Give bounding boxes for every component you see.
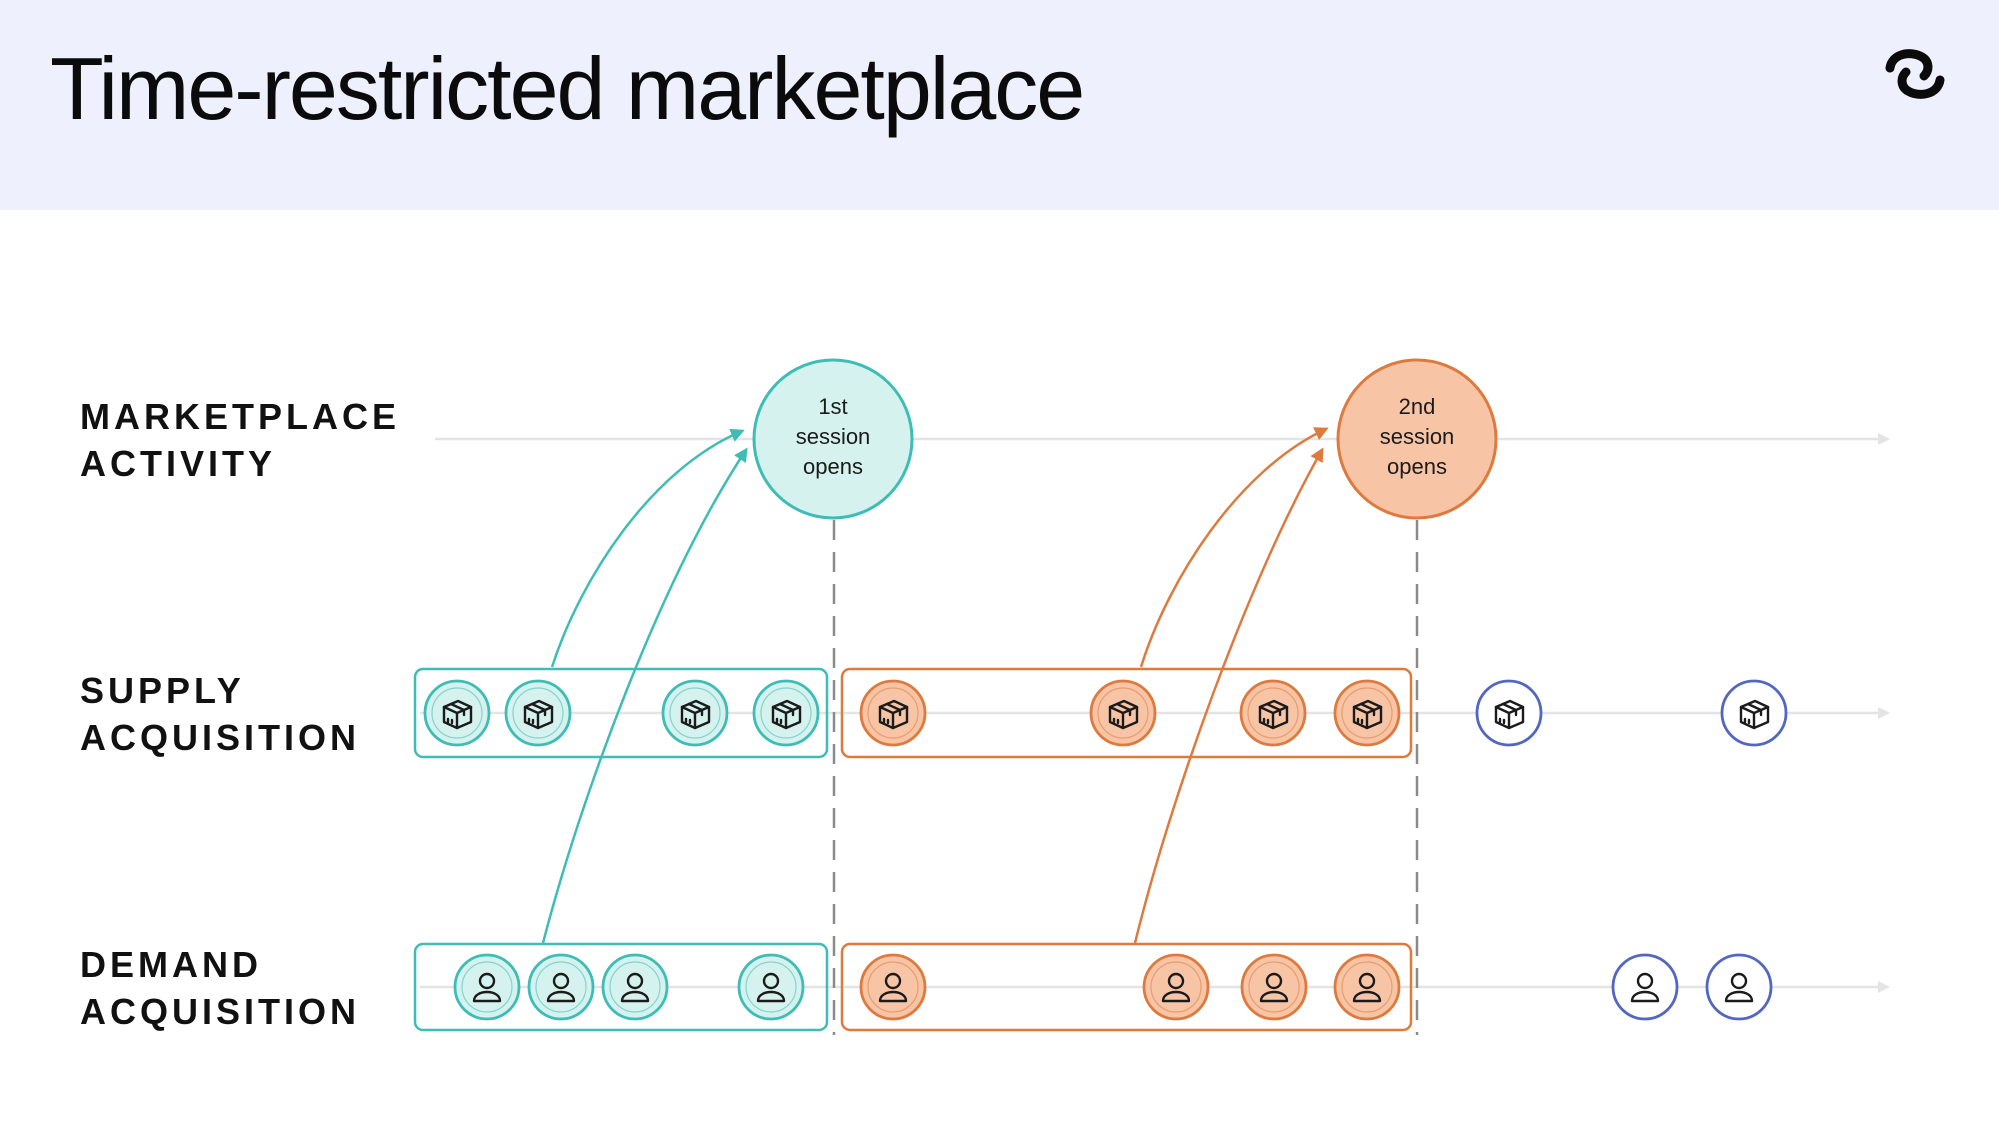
supply-to-session-1-arrow — [550, 428, 745, 668]
header-banner — [0, 0, 1999, 210]
row-label-line: ACQUISITION — [80, 991, 361, 1032]
person-icon — [737, 953, 805, 1021]
person-icon — [601, 953, 669, 1021]
row-label-line: ACTIVITY — [80, 443, 277, 484]
supply-icons — [423, 679, 1788, 747]
row-label-line: ACQUISITION — [80, 717, 361, 758]
session-1-label-line: 1st — [818, 394, 847, 419]
person-icon — [1240, 953, 1308, 1021]
box-icon — [423, 679, 491, 747]
box-icon — [1720, 679, 1788, 747]
person-icon — [1142, 953, 1210, 1021]
session-2-node: 2nd session opens — [1336, 358, 1498, 520]
session-2-label-line: 2nd — [1399, 394, 1436, 419]
supply-session-1-group — [413, 667, 829, 759]
row-label-line: DEMAND — [80, 944, 262, 985]
brand-logo-icon — [1885, 49, 1945, 99]
session-1-label-line: session — [796, 424, 871, 449]
demand-session-2-group — [840, 942, 1413, 1032]
session-1-node: 1st session opens — [752, 358, 914, 520]
demand-to-session-1-arrow — [541, 447, 748, 944]
demand-session-1-group — [413, 942, 829, 1032]
person-icon — [859, 953, 927, 1021]
supply-session-2-group — [840, 667, 1413, 759]
person-icon — [1333, 953, 1401, 1021]
box-icon — [1333, 679, 1401, 747]
box-icon — [1239, 679, 1307, 747]
demand-icons — [453, 953, 1773, 1021]
page-title: Time-restricted marketplace — [50, 39, 1085, 138]
row-label-supply-acquisition: SUPPLY ACQUISITION — [80, 667, 360, 761]
box-icon — [504, 679, 572, 747]
box-icon — [752, 679, 820, 747]
session-1-label-line: opens — [803, 454, 863, 479]
person-icon — [527, 953, 595, 1021]
session-2-label-line: session — [1380, 424, 1455, 449]
row-label-line: MARKETPLACE — [80, 396, 400, 437]
box-icon — [1089, 679, 1157, 747]
supply-to-session-2-arrow — [1139, 427, 1329, 668]
box-icon — [661, 679, 729, 747]
box-icon — [859, 679, 927, 747]
person-icon — [1705, 953, 1773, 1021]
row-label-line: SUPPLY — [80, 670, 245, 711]
row-label-marketplace-activity: MARKETPLACE ACTIVITY — [80, 393, 400, 487]
session-2-label-line: opens — [1387, 454, 1447, 479]
person-icon — [1611, 953, 1679, 1021]
box-icon — [1475, 679, 1543, 747]
row-label-demand-acquisition: DEMAND ACQUISITION — [80, 941, 360, 1035]
person-icon — [453, 953, 521, 1021]
demand-to-session-2-arrow — [1133, 447, 1324, 944]
